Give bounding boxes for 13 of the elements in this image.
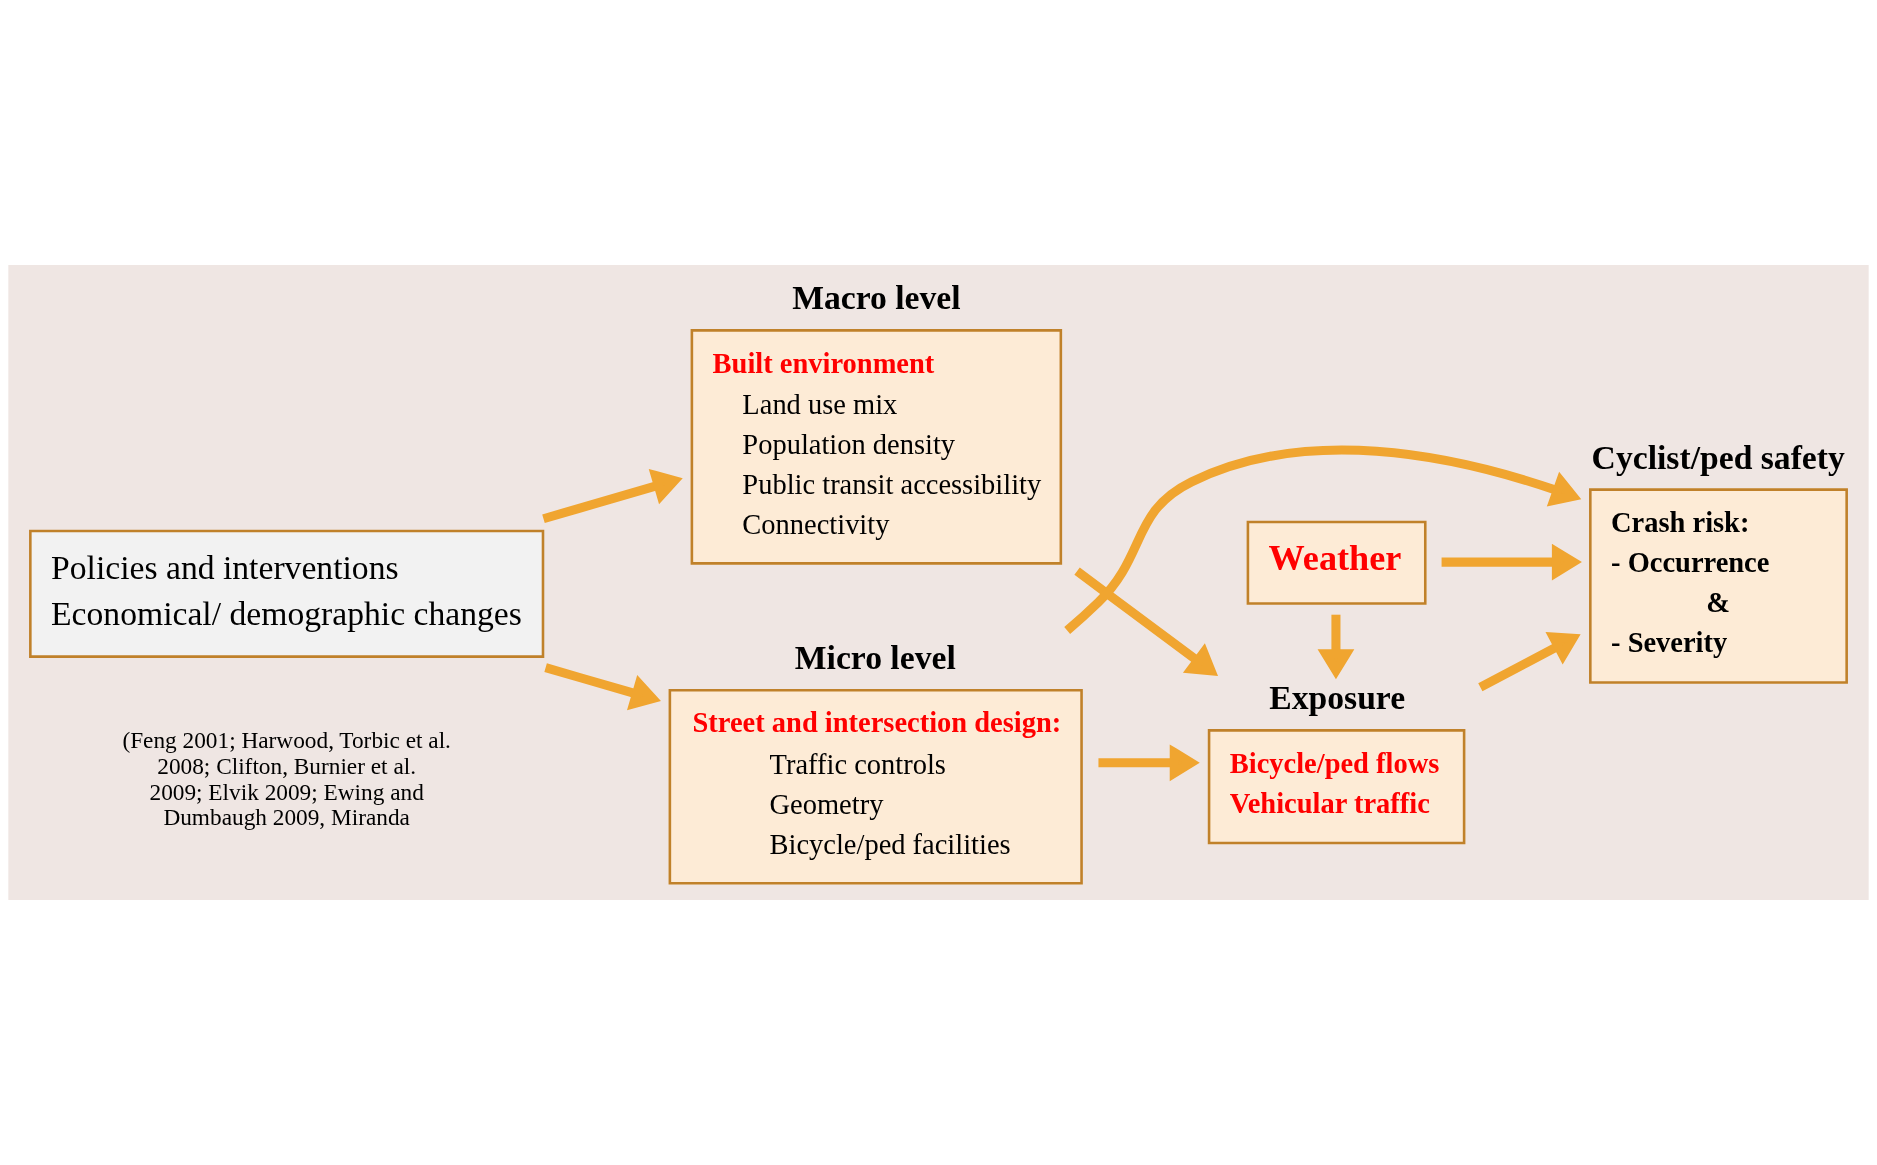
arrow — [1098, 744, 1200, 782]
arrow — [1064, 445, 1582, 634]
label: (Feng 2001; Harwood, Torbic et al. 2008; Clifton, Burnier et al. 2009; Elvik 2009; Ewing and Dumbaugh 2009, Miranda — [122, 726, 451, 831]
node-label: Macro level — [792, 279, 961, 317]
node-label: Cyclist/ped safety — [1591, 438, 1845, 476]
node-label: Exposure — [1269, 679, 1406, 717]
arrow — [544, 663, 661, 711]
arrow — [1441, 543, 1582, 581]
arrow — [1317, 614, 1355, 680]
arrow — [1074, 567, 1218, 676]
arrow — [542, 468, 683, 524]
node-label: Micro level — [794, 639, 956, 677]
arrow — [1478, 632, 1581, 692]
